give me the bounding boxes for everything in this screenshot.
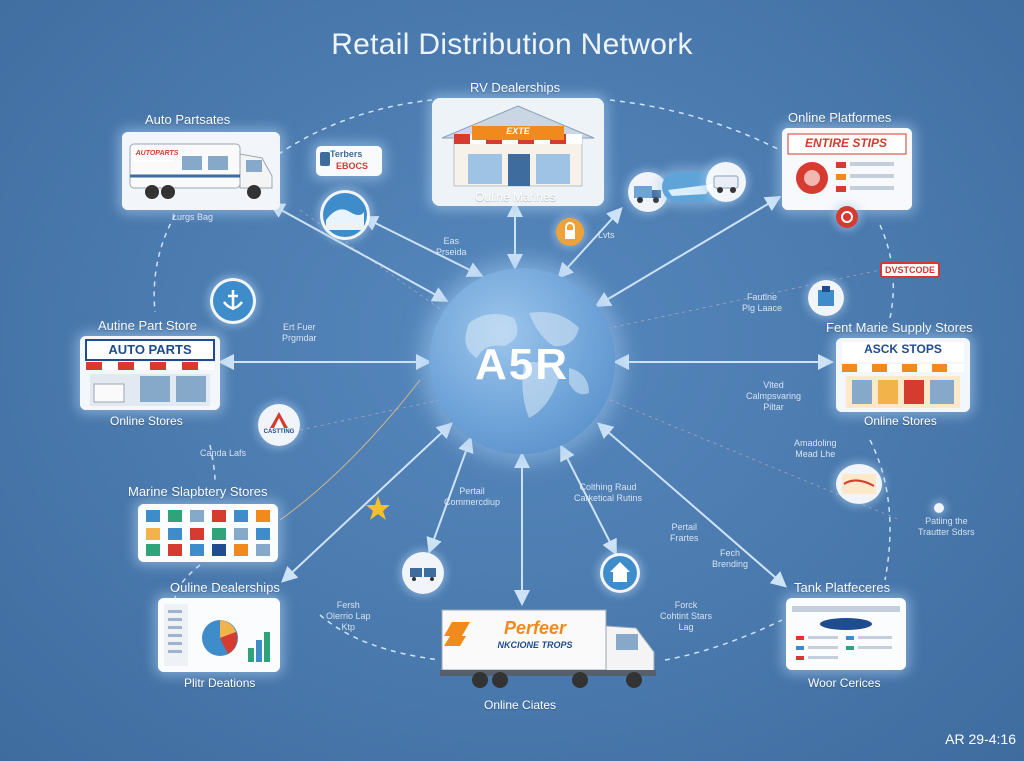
marine-staptery-title: Marine Slapbtery Stores: [128, 484, 268, 499]
dash-left-mid: [209, 444, 216, 481]
vans-icon[interactable]: [402, 552, 444, 594]
auto-store-icon: [80, 336, 220, 410]
storefront-icon: [432, 98, 604, 206]
dash-top-left: [269, 99, 433, 161]
terbers-badge: Terbers EBOCS: [316, 146, 382, 176]
lock-icon[interactable]: [556, 218, 584, 246]
ebocs-text: EBOCS: [336, 161, 369, 171]
casttting-icon[interactable]: CASTTING: [258, 404, 300, 446]
wave-icon[interactable]: [320, 190, 370, 240]
map-icon[interactable]: [836, 464, 882, 504]
dash-left-upper: [153, 214, 176, 313]
settings-icon[interactable]: [836, 206, 858, 228]
tank-platforms-title: Tank Platfeceres: [794, 580, 891, 595]
dashboard-chart-icon: [158, 598, 280, 672]
perfeer-subsign: NKCIONE TROPS: [497, 640, 573, 650]
link-top-left: [268, 203, 449, 302]
auto-partsates-card[interactable]: [122, 132, 280, 210]
online-platforms-title: Online Platformes: [788, 110, 892, 125]
delivery-truck-card[interactable]: [440, 606, 664, 692]
dash-top-right: [609, 99, 781, 151]
home-icon[interactable]: [600, 553, 640, 593]
star-icon: [366, 496, 390, 520]
web-dashboard-icon: [786, 598, 906, 670]
canda-lafs-label: Canda Lafs: [200, 448, 247, 458]
hub-label: A5R: [474, 340, 570, 389]
tank-platforms-caption: Woor Cerices: [808, 676, 881, 690]
auto-partsates-title: Auto Partsates: [145, 112, 231, 127]
rv-dealerships-card[interactable]: [432, 98, 604, 206]
autine-part-store-caption: Online Stores: [110, 414, 183, 428]
link-bottom-mid-left: [426, 436, 474, 554]
truck-icon: [440, 609, 656, 688]
rv-dealerships-caption: Ouline Marines: [475, 190, 556, 204]
auto-partsates-caption: Lurgs Bag: [172, 212, 214, 222]
auto-parts-sign: AUTO PARTS: [108, 342, 192, 357]
rv-truck-icon: [122, 132, 280, 210]
dvstcode-badge: DVSTCODE: [880, 262, 941, 278]
ouline-dealerships-caption: Plitr Deations: [184, 676, 256, 690]
hub-globe[interactable]: [429, 268, 615, 454]
page-title: Retail Distribution Network: [331, 28, 693, 61]
link-top-mid-left: [361, 216, 484, 277]
fent-marine-caption: Online Stores: [864, 414, 937, 428]
ouline-dealerships-title: Ouline Dealerships: [170, 580, 280, 595]
web-page-icon: [782, 128, 912, 210]
pin-dot-icon: [934, 503, 944, 513]
marine-staptery-card[interactable]: [138, 504, 278, 562]
online-platforms-sign: ENTIRE STIPS: [804, 136, 887, 150]
lvts-label: Lvts: [598, 230, 615, 240]
link-bottom-right: [596, 422, 788, 588]
dash-right-lower: [869, 439, 891, 581]
terbers-text: Terbers: [330, 149, 363, 159]
fent-marine-card[interactable]: [836, 338, 970, 412]
link-bottom-left: [281, 422, 453, 583]
online-platforms-card[interactable]: [782, 128, 912, 210]
fent-marine-title: Fent Marie Supply Stores: [826, 320, 973, 335]
truck-caption: Online Ciates: [484, 698, 557, 712]
van-icon[interactable]: [706, 162, 746, 202]
footer-code: AR 29-4:16: [945, 731, 1016, 747]
ask-stops-sign: ASCK STOPS: [864, 342, 942, 356]
casttting-text: CASTTING: [263, 429, 295, 435]
autine-part-store-title: Autine Part Store: [98, 318, 197, 333]
perfeer-sign: Perfeer: [503, 618, 567, 638]
link-top-mid-right: [557, 207, 623, 279]
delivery-truck-icon[interactable]: [628, 172, 668, 212]
dash-bottom-right: [664, 619, 783, 661]
rv-dealerships-title: RV Dealerships: [470, 80, 561, 95]
dash-left-lower: [174, 564, 201, 601]
orange-curve: [279, 379, 421, 521]
tank-platforms-card[interactable]: [786, 598, 906, 670]
dash-bottom-left: [319, 614, 441, 661]
auto-partsates-sign: AUTOPARTS: [135, 150, 179, 157]
autine-part-store-card[interactable]: [80, 336, 220, 410]
product-grid-icon: [138, 504, 278, 562]
anchor-icon[interactable]: [210, 278, 256, 324]
link-bottom-mid: [560, 444, 617, 556]
rv-sign: EXTE: [506, 126, 530, 136]
link-top-right: [594, 195, 782, 308]
ouline-dealerships-card[interactable]: [158, 598, 280, 672]
parts-icon[interactable]: [808, 280, 844, 316]
globe-icon: [465, 312, 589, 418]
marine-store-icon: [836, 338, 970, 412]
